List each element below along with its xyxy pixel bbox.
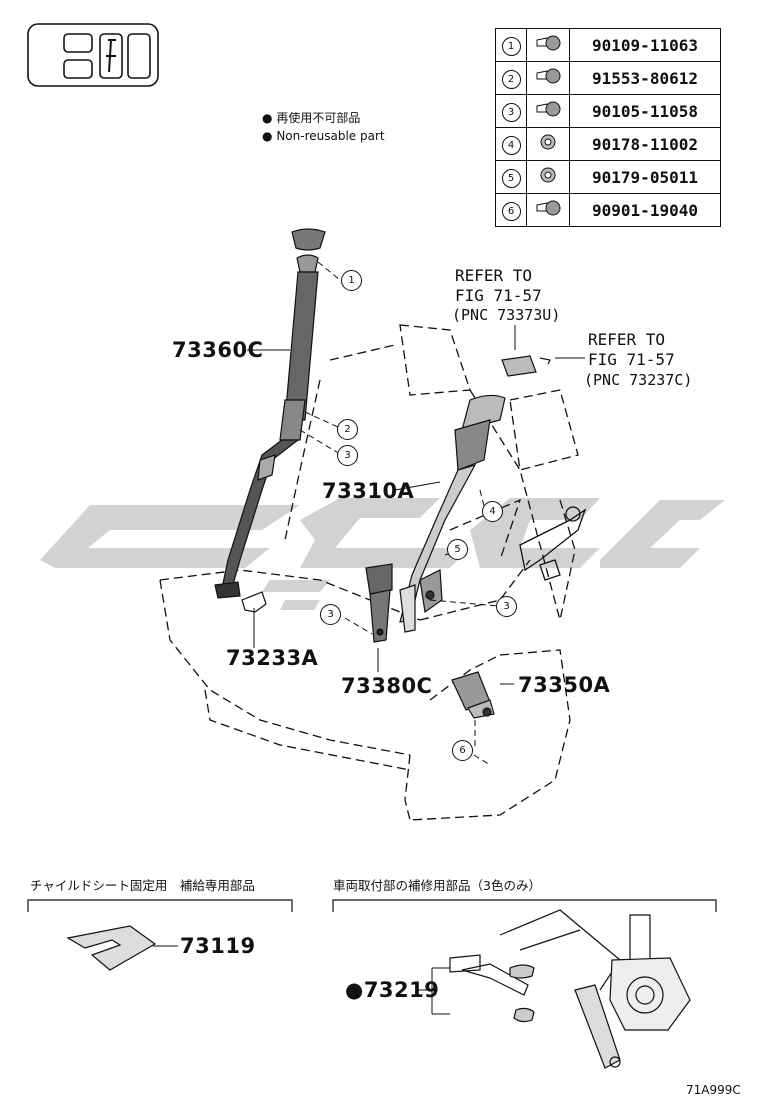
refer1-line2[interactable]: FIG 71-57 (455, 286, 542, 305)
fastener-number-cell: 2 (495, 61, 527, 95)
fastener-number-cell: 3 (495, 94, 527, 128)
fastener-number: 3 (501, 103, 521, 122)
callout-circle[interactable]: 4 (482, 501, 503, 522)
legend-en-text: Non-reusable part (276, 129, 385, 143)
bolt-icon (536, 35, 561, 51)
fastener-number: 2 (501, 70, 521, 89)
nut-icon (540, 134, 556, 150)
refer2-line2[interactable]: FIG 71-57 (588, 350, 675, 369)
nut-icon (540, 167, 556, 183)
fastener-row: 5 90179-05011 (495, 160, 721, 194)
fastener-row: 2 91553-80612 (495, 61, 721, 95)
anchor-cover-73373u (501, 355, 537, 377)
fastener-part-number[interactable]: 90901-19040 (569, 193, 721, 227)
fastener-number: 6 (501, 202, 521, 221)
fastener-icon-cell (526, 160, 570, 194)
fastener-part-number[interactable]: 90179-05011 (569, 160, 721, 194)
callout-circle[interactable]: 3 (496, 596, 517, 617)
figure-id: 71A999C (686, 1083, 741, 1097)
fastener-icon-cell (526, 94, 570, 128)
cover-73233a (241, 591, 267, 613)
refer1-line3: (PNC 73373U) (452, 306, 561, 324)
bolt-icon (536, 200, 561, 216)
seat-position-icon (27, 23, 159, 87)
fastener-number: 5 (501, 169, 521, 188)
buckle-73380c (365, 563, 393, 643)
part-label-73219[interactable]: ●73219 (345, 978, 440, 1002)
callout-circle[interactable]: 2 (337, 419, 358, 440)
fastener-row: 6 90901-19040 (495, 193, 721, 227)
part-label-73350a[interactable]: 73350A (518, 673, 611, 697)
fastener-row: 4 90178-11002 (495, 127, 721, 161)
fastener-number: 4 (501, 136, 521, 155)
filled-dot-icon: ● (262, 111, 273, 125)
callout-circle[interactable]: 1 (341, 270, 362, 291)
fastener-number-cell: 6 (495, 193, 527, 227)
clip-73237c (539, 357, 551, 365)
fastener-table: 1 90109-11063 2 91553-80612 3 90105-11058 4 901… (495, 28, 721, 227)
fastener-row: 3 90105-11058 (495, 94, 721, 128)
part-label-73233a[interactable]: 73233A (226, 646, 319, 670)
part-label-73360c[interactable]: 73360C (172, 338, 264, 362)
buckle-73350a (451, 671, 495, 719)
bolt-icon (536, 101, 561, 117)
fastener-row: 1 90109-11063 (495, 28, 721, 62)
part-label-73380c[interactable]: 73380C (341, 674, 433, 698)
refer1-line1: REFER TO (455, 266, 533, 285)
plate-73119 (66, 925, 157, 971)
fastener-icon-cell (526, 193, 570, 227)
refer2-line3: (PNC 73237C) (584, 371, 693, 389)
callout-circle[interactable]: 3 (337, 445, 358, 466)
section-vehicle-mount-label: 車両取付部の補修用部品（3色のみ） (333, 878, 541, 893)
fastener-part-number[interactable]: 90109-11063 (569, 28, 721, 62)
legend-nonreusable-jp: ● 再使用不可部品 (262, 112, 360, 124)
callout-circle[interactable]: 6 (452, 740, 473, 761)
fastener-part-number[interactable]: 90105-11058 (569, 94, 721, 128)
legend-jp-text: 再使用不可部品 (276, 111, 361, 125)
fastener-number-cell: 5 (495, 160, 527, 194)
shoulder-belt-73360c (214, 228, 326, 599)
fastener-icon-cell (526, 28, 570, 62)
seat-side-bracket (519, 506, 587, 581)
part-label-73310a[interactable]: 73310A (322, 479, 415, 503)
refer2-line1: REFER TO (588, 330, 666, 349)
fastener-part-number[interactable]: 90178-11002 (569, 127, 721, 161)
part-label-73119[interactable]: 73119 (180, 934, 256, 958)
section-child-seat-label: チャイルドシート固定用 補給専用部品 (30, 878, 255, 893)
fastener-number-cell: 4 (495, 127, 527, 161)
callout-circle[interactable]: 5 (447, 539, 468, 560)
bolt-icon (536, 68, 561, 84)
legend-nonreusable-en: ● Non-reusable part (262, 130, 385, 142)
fastener-part-number[interactable]: 91553-80612 (569, 61, 721, 95)
filled-dot-icon: ● (262, 129, 273, 143)
fastener-icon-cell (526, 127, 570, 161)
leader-lines (153, 325, 585, 1015)
fastener-number: 1 (501, 37, 521, 56)
fastener-number-cell: 1 (495, 28, 527, 62)
fastener-icon-cell (526, 61, 570, 95)
section-brackets (27, 899, 717, 912)
center-belt-73310a (399, 394, 506, 633)
mount-hardware-73219 (449, 909, 691, 1069)
callout-circle[interactable]: 3 (320, 604, 341, 625)
